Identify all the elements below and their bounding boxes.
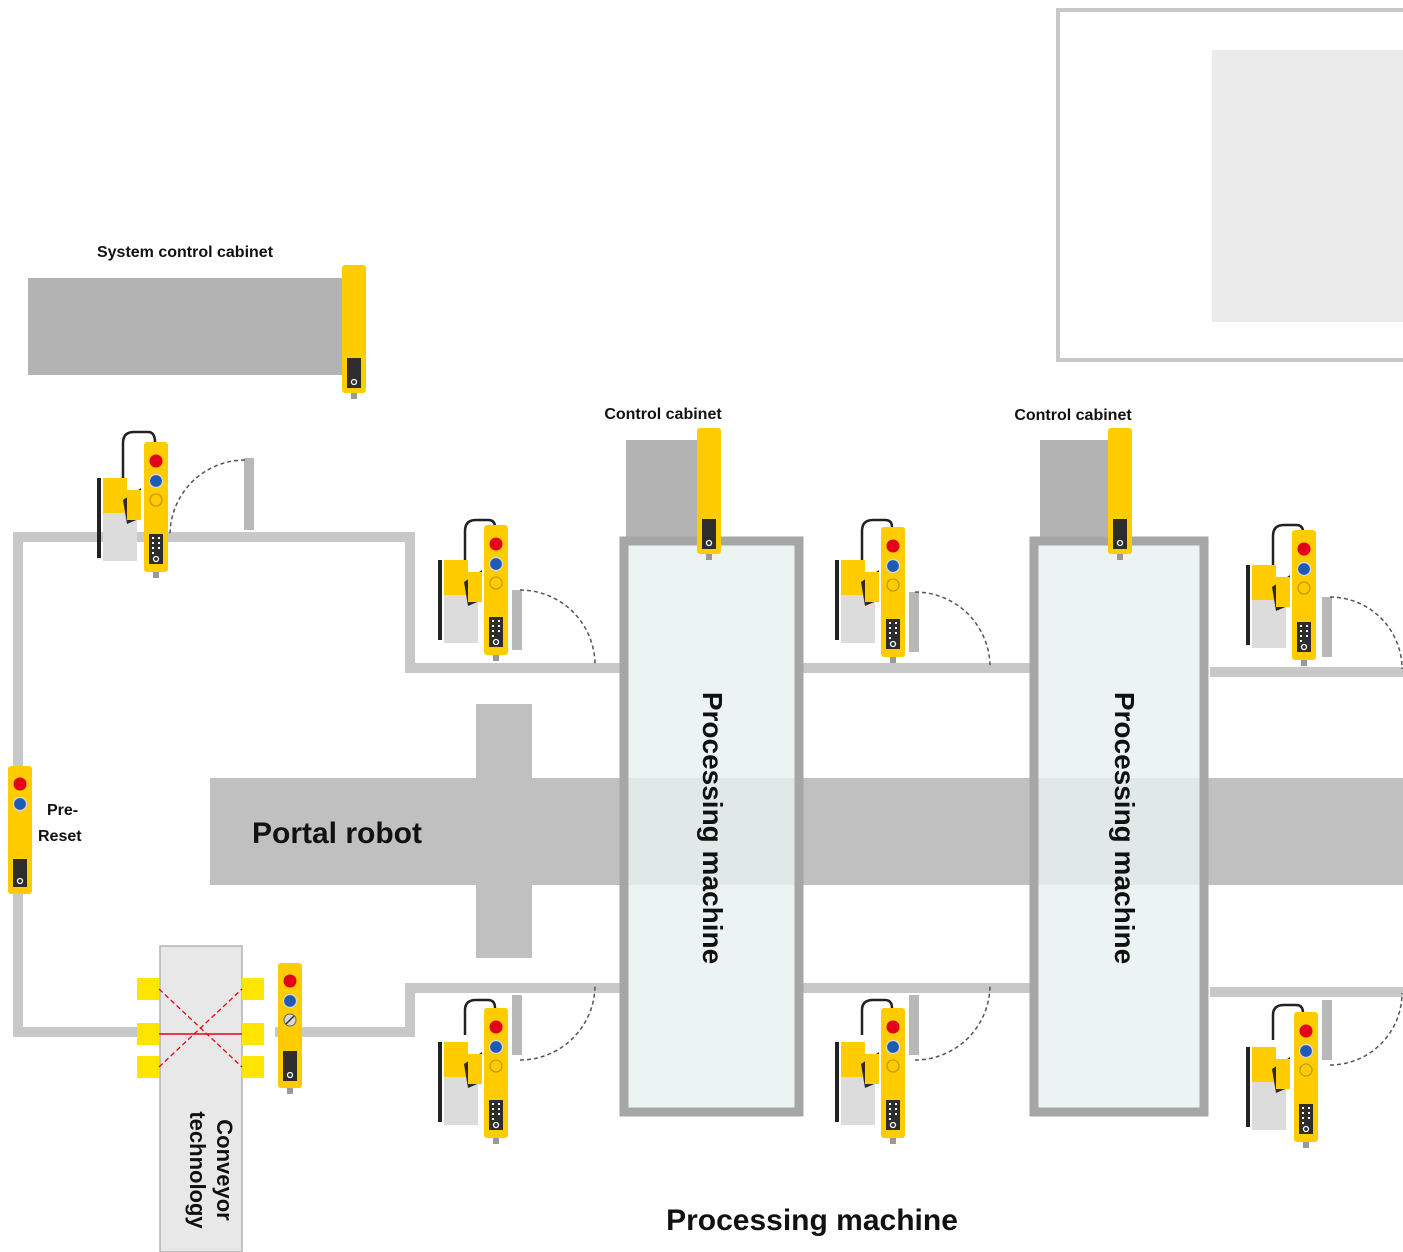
door-station-upper-1 [438,518,509,662]
system-control-cabinet [28,278,344,375]
door-station-lower-3 [1246,1003,1319,1149]
door-station-top-left [97,430,169,579]
door-station-upper-3 [1246,523,1317,667]
door-posts [244,458,1332,1060]
conveyor-station [278,963,302,1094]
control-cabinet-1 [626,440,702,540]
control-cabinet-label-1: Control cabinet [604,406,722,423]
door-station-lower-1 [438,998,509,1145]
frame-outer [1056,8,1403,362]
control-cabinet-device-2 [1108,428,1132,560]
door-station-upper-2 [835,518,906,664]
control-cabinet-device-1 [697,428,721,560]
control-cabinet-label-2: Control cabinet [1014,407,1132,424]
conveyor [159,945,243,1252]
system-cabinet-label: System control cabinet [97,244,274,261]
pre-reset-label-line2: Reset [38,828,82,845]
system-cabinet-device [342,265,366,399]
conveyor-label-line1: Conveyor [212,1119,237,1221]
conveyor-label-line2: technology [185,1111,210,1229]
control-cabinet-2 [1040,440,1116,540]
processing-machine-label-2: Processing machine [1109,692,1140,964]
frame-inner-panel [1212,50,1403,322]
light-curtain [137,978,264,1078]
door-swing-arcs [169,459,1403,1066]
portal-robot-label: Portal robot [252,817,422,850]
processing-machine-1 [619,536,804,1117]
processing-machine-bottom-label: Processing machine [666,1204,958,1237]
processing-machine-2 [1029,536,1209,1117]
processing-machine-label-1: Processing machine [697,692,728,964]
door-station-lower-2 [835,998,906,1145]
pre-reset-label-line1: Pre- [47,802,78,819]
pre-reset-station [8,766,32,894]
